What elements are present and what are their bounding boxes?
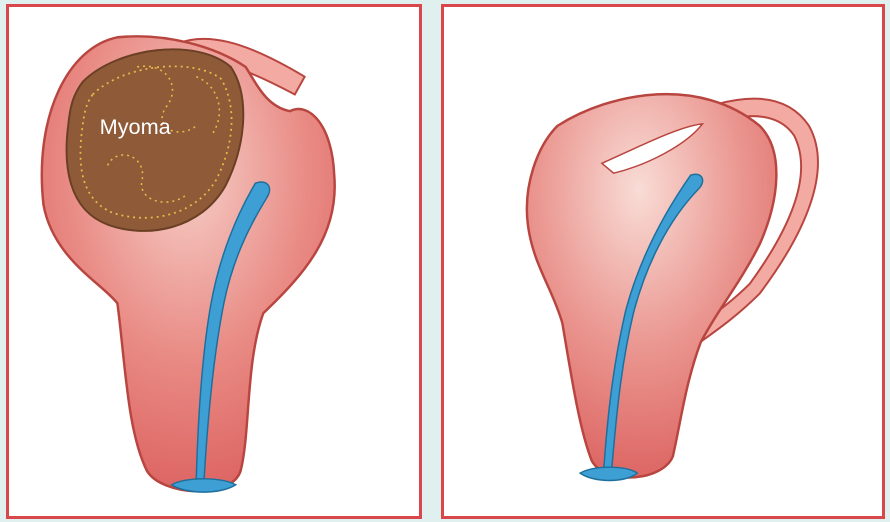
external-os	[580, 467, 637, 480]
uterus-illustration	[444, 7, 882, 516]
myoma-label: Myoma	[100, 114, 172, 139]
right-panel	[441, 4, 885, 519]
left-panel: Myoma	[6, 4, 422, 519]
uterus-with-myoma-illustration: Myoma	[9, 7, 419, 516]
